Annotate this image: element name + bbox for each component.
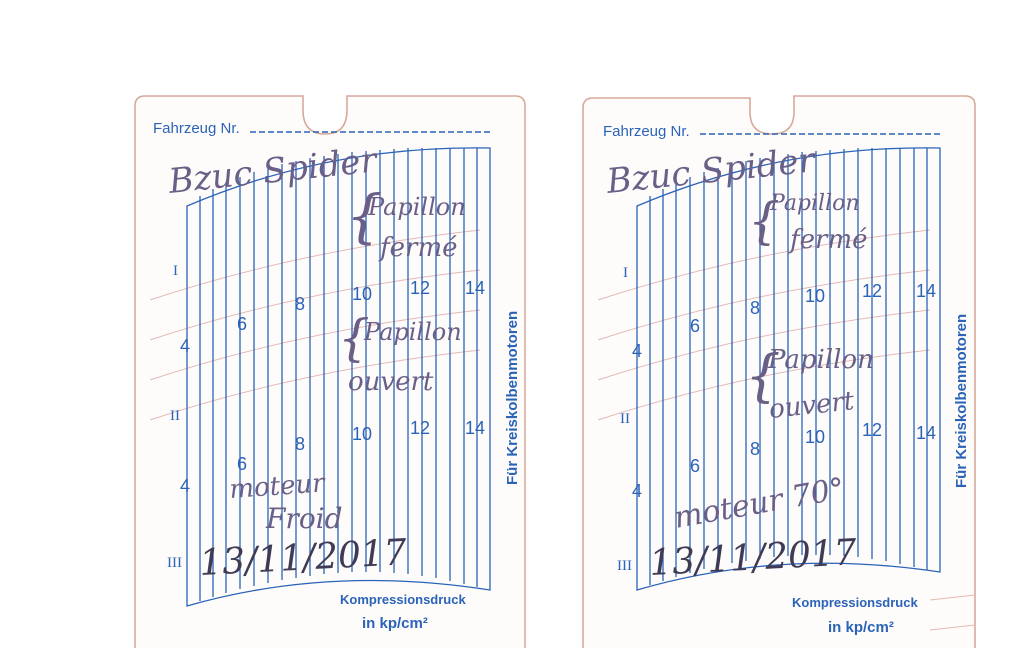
scale-ring-1: 4 6 8 10 12 14 [180,278,485,356]
scale-value: 4 [180,476,190,496]
scale-value: 12 [862,420,882,440]
hw-note: { [346,182,383,250]
red-guide-lines [597,229,976,631]
hw-note: ouvert [348,367,434,397]
scale-value: 14 [465,278,485,298]
scale-value: 8 [295,294,305,314]
caption-pressure: Kompressionsdruck [340,592,466,607]
side-label: Für Kreiskolbenmotoren [953,314,970,488]
red-guide-lines [149,229,481,421]
pressure-grid [636,147,941,591]
scale-ring-2: 4 6 8 10 12 14 [632,420,936,501]
card-outline [134,95,526,648]
hw-note: Papillon [767,345,874,375]
ring-label-1: I [623,265,628,281]
scale-value: 10 [805,427,825,447]
vehicle-number-label: Fahrzeug Nr. [603,123,690,140]
scale-value: 6 [690,316,700,336]
caption-unit: in kp/cm² [362,615,428,632]
hw-note: { [745,344,781,409]
hw-note: Papillon [367,193,466,221]
scale-ring-2: 4 6 8 10 12 14 [180,418,485,496]
ring-label-2: II [170,408,180,424]
scale-value: 12 [410,418,430,438]
scale-value: 10 [805,286,825,306]
caption-pressure: Kompressionsdruck [792,595,918,610]
scale-value: 14 [465,418,485,438]
scale-value: 10 [352,424,372,444]
hw-note: { [338,309,370,367]
hw-note: fermé [378,233,457,263]
scale-value: 6 [690,456,700,476]
scale-ring-1: 4 6 8 10 12 14 [632,281,936,361]
scale-value: 6 [237,454,247,474]
compression-card-2: Fahrzeug Nr. I II I [582,95,976,648]
scale-value: 12 [862,281,882,301]
ring-label-1: I [173,263,178,279]
scale-value: 8 [750,439,760,459]
compression-card-1: Fahrzeug Nr. I [134,95,526,648]
scale-value: 4 [632,481,642,501]
ring-label-2: II [620,411,630,427]
pressure-grid [186,147,491,607]
scale-value: 8 [750,298,760,318]
vehicle-number-label: Fahrzeug Nr. [153,120,240,137]
ring-label-3: III [617,558,632,574]
scale-value: 10 [352,284,372,304]
scale-value: 8 [295,434,305,454]
hw-note: fermé [788,225,867,255]
hw-note: Papillon [769,191,860,216]
side-label: Für Kreiskolbenmotoren [504,311,521,485]
hw-note: Froid [265,502,343,535]
scale-value: 14 [916,281,936,301]
caption-unit: in kp/cm² [828,619,894,636]
hw-note: { [748,192,780,250]
hw-note: Papillon [363,318,462,346]
scale-value: 4 [180,336,190,356]
scale-value: 6 [237,314,247,334]
hw-note: moteur [228,468,327,505]
scale-value: 4 [632,341,642,361]
scale-value: 14 [916,423,936,443]
ring-label-3: III [167,555,182,571]
scale-value: 12 [410,278,430,298]
